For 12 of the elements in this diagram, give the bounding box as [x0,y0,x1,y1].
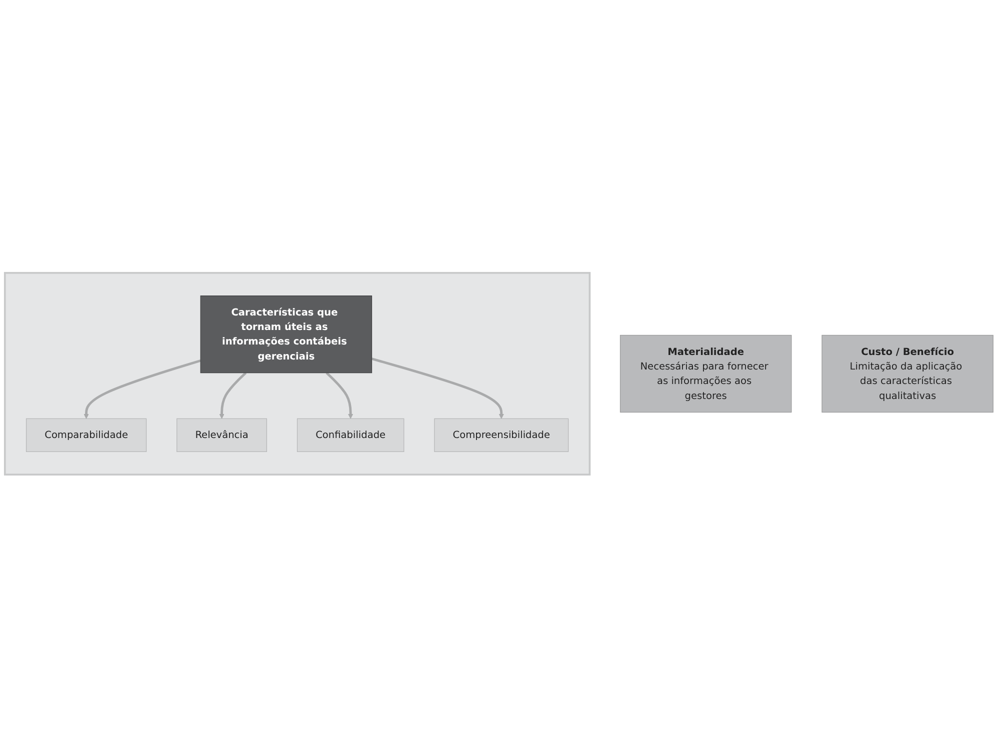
node-box: Compreensibilidade [434,418,569,452]
cluster [4,272,591,476]
node-box: Materialidade Necessárias para fornecer as informações aos gestores [620,334,792,412]
arrow [219,372,247,419]
arrow [371,357,504,419]
node-box: Características que tornam úteis as informações contábeis gerenciais [200,295,372,373]
node-box: Confiabilidade [296,418,404,452]
node-box: Custo / Benefício Limitação da aplicação das características qualitativas [822,334,994,412]
node-box: Relevância [176,418,267,452]
arrow [84,359,201,419]
arrow [326,372,354,419]
node-box: Comparabilidade [26,418,147,452]
